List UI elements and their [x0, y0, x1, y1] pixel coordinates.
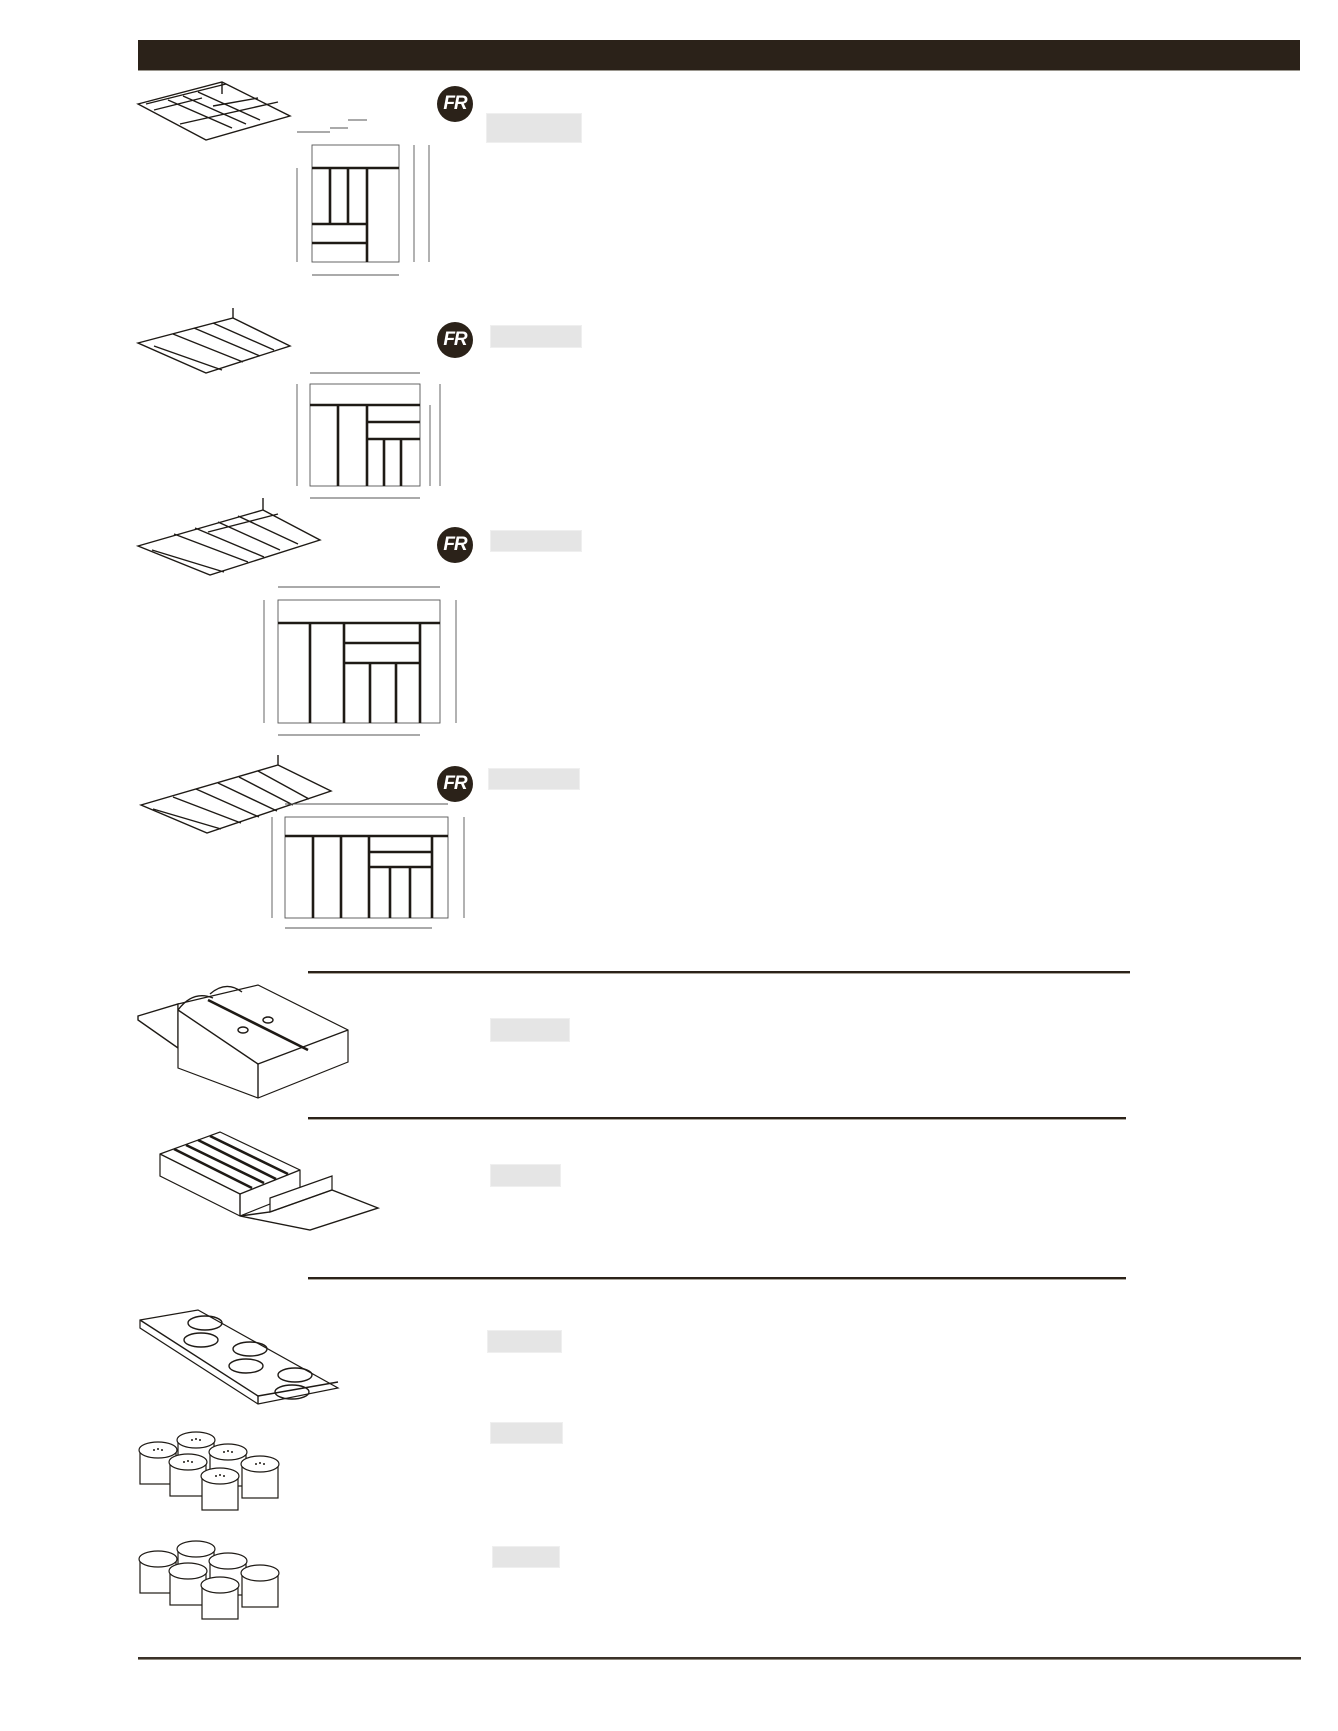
product-code-placeholder [490, 325, 582, 348]
product-code-placeholder [490, 1018, 570, 1042]
tray-1-dimension-drawing [296, 119, 430, 276]
fr-badge: FR [437, 322, 473, 358]
section-divider [308, 1117, 1126, 1119]
header-bar [138, 40, 1300, 70]
spice-tray-drawing [139, 1309, 340, 1405]
section-divider [308, 971, 1130, 973]
product-code-placeholder [488, 768, 580, 790]
product-code-placeholder [490, 530, 582, 552]
fr-badge: FR [437, 766, 473, 802]
product-code-placeholder [487, 1330, 562, 1353]
tray-1-isometric-drawing [136, 81, 292, 141]
tray-2-isometric-drawing [135, 308, 292, 374]
product-code-placeholder [492, 1546, 560, 1568]
section-divider [308, 1277, 1126, 1279]
product-code-placeholder [486, 113, 582, 143]
knife-block-drawing [159, 1131, 381, 1231]
tray-3-isometric-drawing [135, 498, 322, 576]
shaker-jars-drawing [138, 1431, 280, 1511]
plain-jars-drawing [138, 1540, 280, 1620]
knife-holder-drawing [137, 984, 349, 1099]
tray-4-dimension-drawing [271, 803, 465, 929]
fr-badge: FR [437, 527, 473, 563]
product-code-placeholder [490, 1422, 563, 1444]
fr-badge: FR [437, 86, 473, 122]
product-code-placeholder [490, 1164, 561, 1187]
tray-2-dimension-drawing [296, 372, 441, 499]
footer-rule [138, 1657, 1301, 1659]
tray-4-isometric-drawing [138, 755, 333, 834]
tray-3-dimension-drawing [263, 586, 457, 736]
